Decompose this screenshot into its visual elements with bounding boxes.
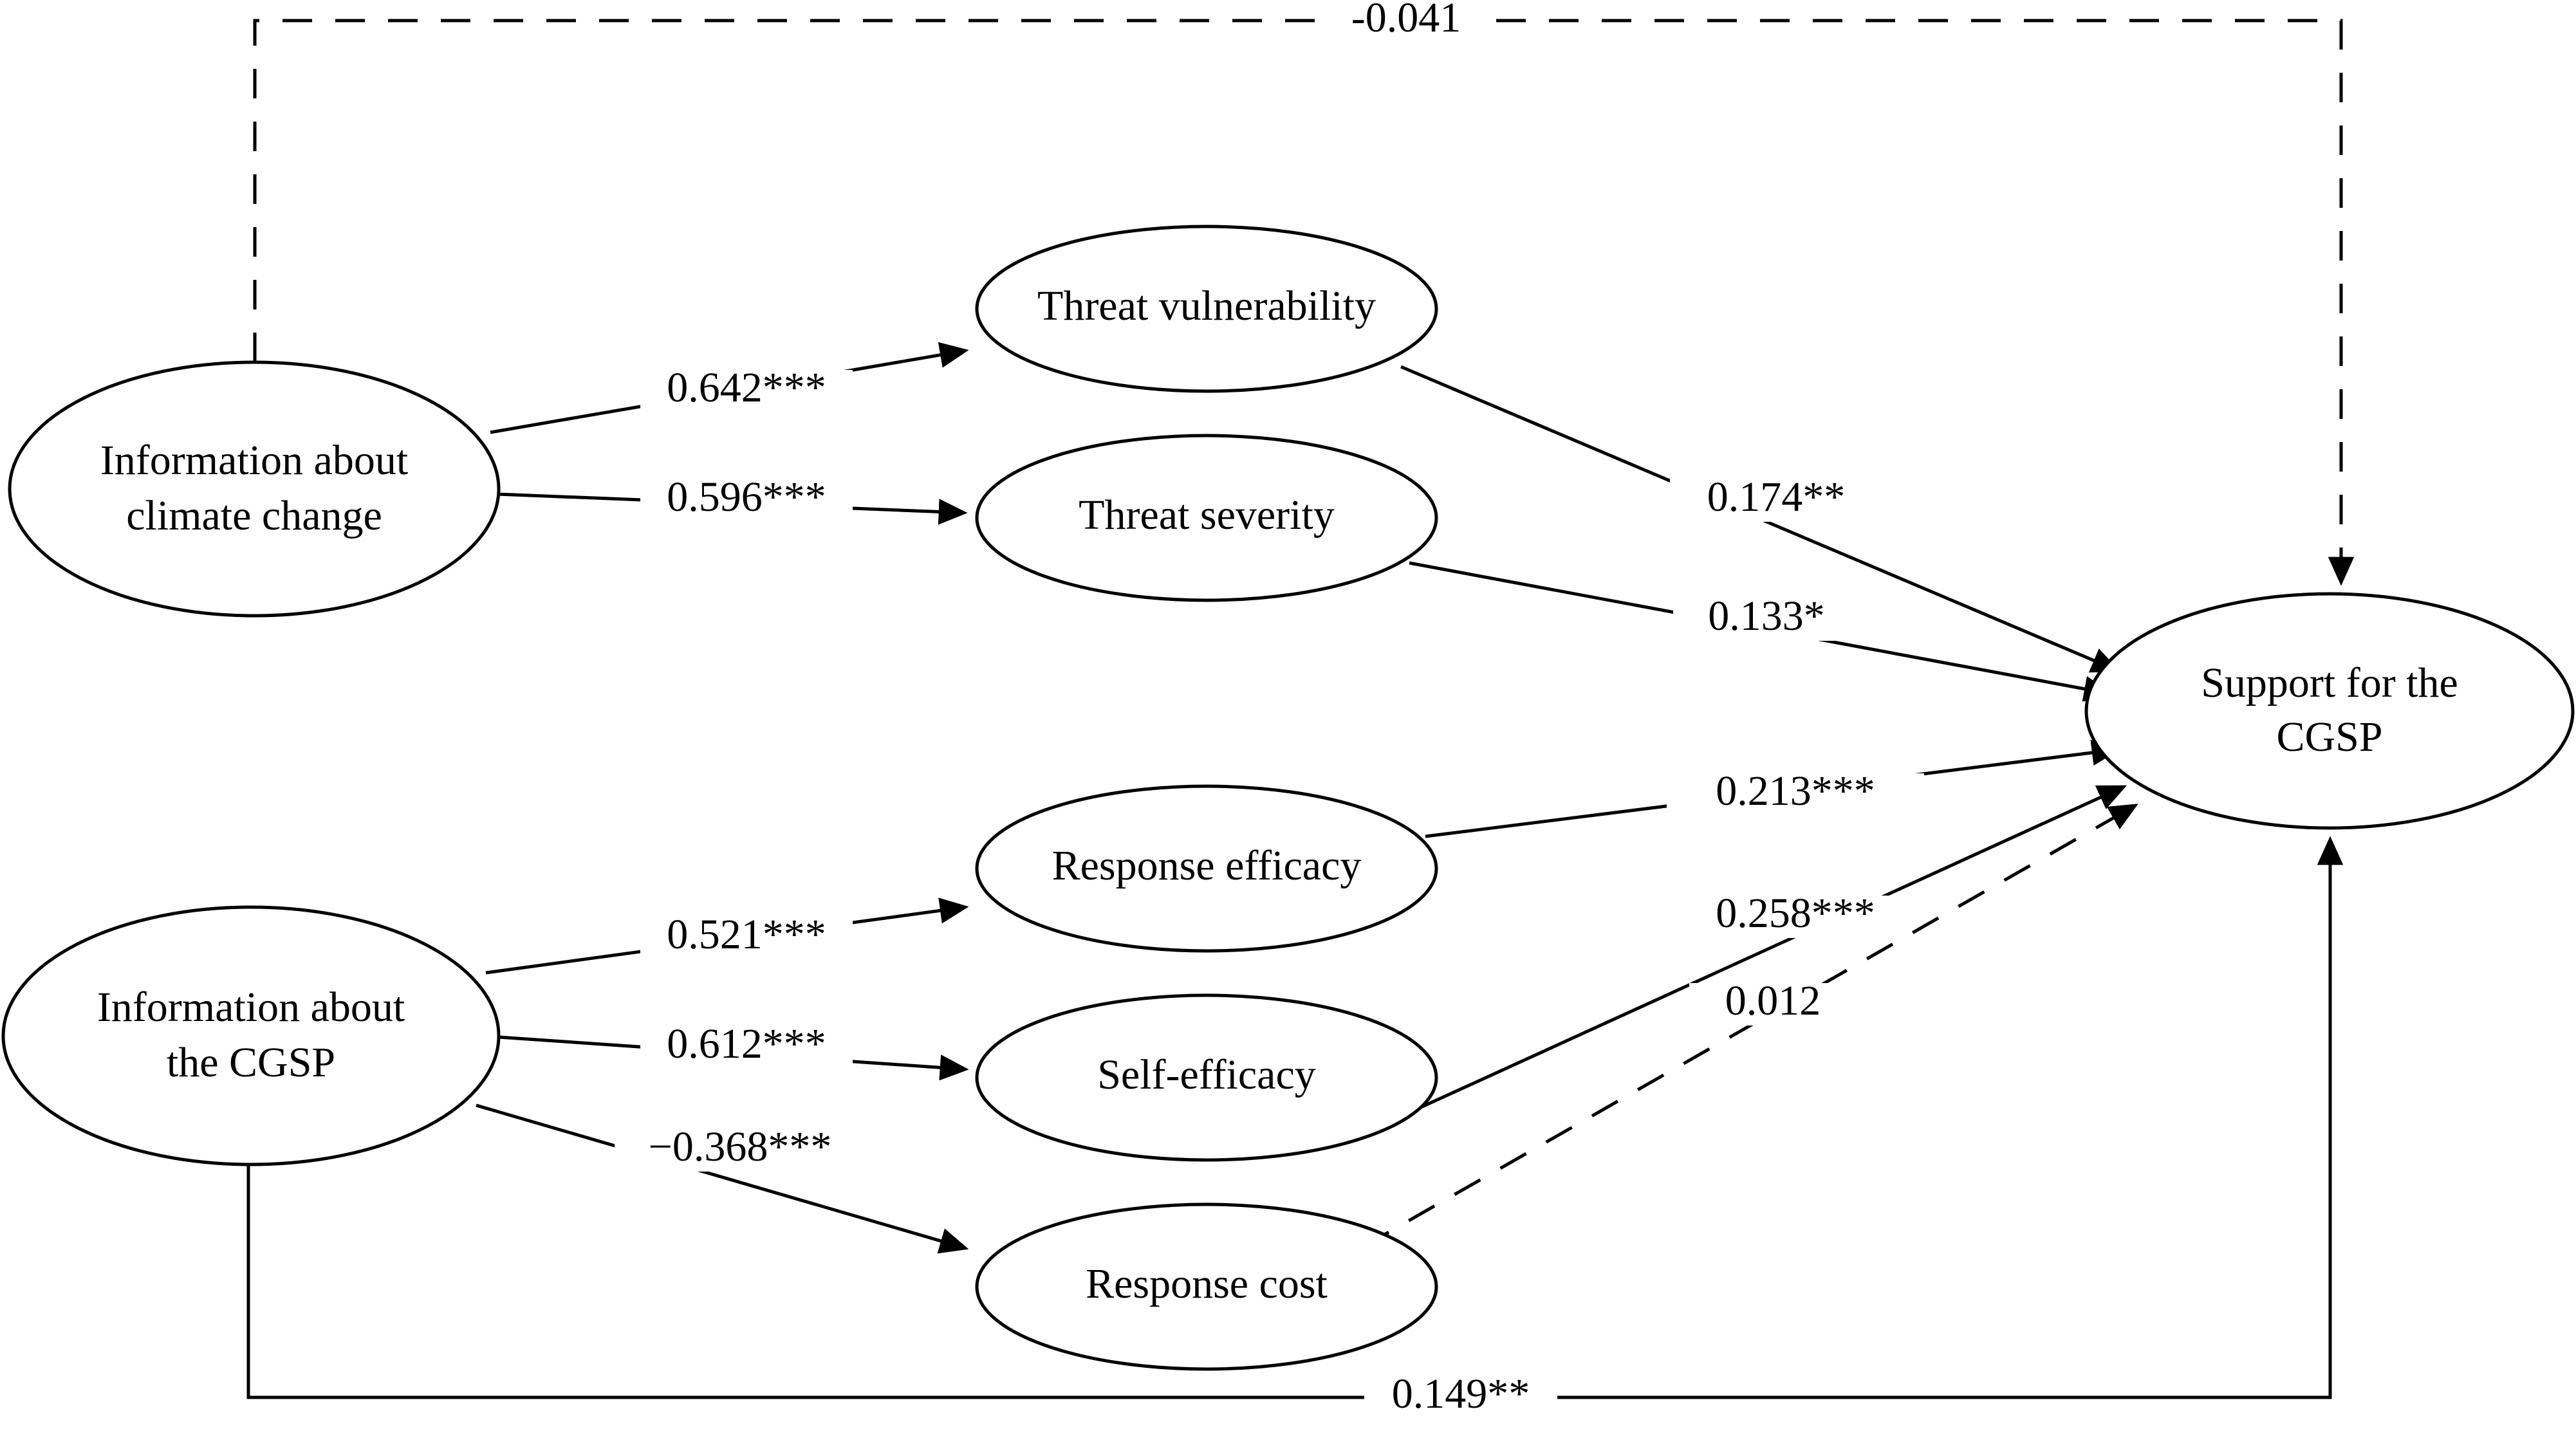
edge-label-response-cost-to-support: 0.012 [1725, 977, 1821, 1024]
node-shape-response-cost [975, 1202, 1438, 1371]
node-shape-info-climate [8, 360, 501, 618]
edge-label-backdrop [640, 917, 853, 959]
edge-climate-to-support: -0.041 [253, 0, 2355, 586]
node-shape-threat-severity [975, 434, 1438, 602]
edge-label-cgsp-to-support: 0.149** [1392, 1370, 1530, 1417]
edge-label-self-efficacy-to-support: 0.258*** [1716, 890, 1875, 937]
edge-path-response-cost-to-support [1362, 804, 2138, 1249]
edge-self-efficacy-to-support: 0.258*** [1390, 785, 2127, 1123]
node-label-support-cgsp-line2: CGSP [2276, 713, 2382, 760]
edge-cgsp-to-response-cost: −0.368*** [476, 1103, 969, 1254]
node-support-cgsp[interactable]: Support for the CGSP [2084, 592, 2575, 830]
edge-label-backdrop [1689, 983, 1857, 1026]
edge-label-backdrop [615, 1129, 866, 1172]
node-info-cgsp[interactable]: Information about the CGSP [1, 905, 501, 1166]
node-label-info-climate-line2: climate change [126, 492, 382, 539]
node-label-response-efficacy: Response efficacy [1052, 842, 1362, 889]
node-label-support-cgsp-line1: Support for the [2201, 659, 2458, 706]
node-shape-support-cgsp [2084, 592, 2575, 830]
edge-label-backdrop [640, 479, 853, 522]
node-label-info-cgsp-line1: Information about [97, 984, 405, 1031]
edge-label-cgsp-to-self-efficacy: 0.612*** [667, 1020, 826, 1067]
node-label-info-climate-line1: Information about [100, 437, 408, 484]
edge-label-response-efficacy-to-support: 0.213*** [1716, 768, 1875, 815]
edge-path-climate-to-support [253, 19, 2355, 586]
edge-response-efficacy-to-support: 0.213*** [1425, 739, 2121, 838]
edge-cgsp-to-support: 0.149** [246, 836, 2344, 1419]
edge-label-severity-to-support: 0.133* [1708, 593, 1825, 640]
edge-label-cgsp-to-response-cost: −0.368*** [649, 1123, 832, 1170]
node-response-efficacy[interactable]: Response efficacy [975, 784, 1438, 953]
edge-label-backdrop [1667, 773, 1924, 816]
edge-label-backdrop [640, 1026, 853, 1069]
node-shape-response-efficacy [975, 784, 1438, 953]
edge-label-climate-to-support: -0.041 [1351, 0, 1461, 41]
node-label-response-cost: Response cost [1086, 1260, 1328, 1307]
node-shape-threat-vulnerability [975, 225, 1438, 393]
node-self-efficacy[interactable]: Self-efficacy [975, 993, 1438, 1162]
node-info-climate[interactable]: Information about climate change [8, 360, 501, 618]
edge-cgsp-to-response-efficacy: 0.521*** [485, 897, 969, 975]
node-label-threat-vulnerability: Threat vulnerability [1037, 282, 1376, 329]
node-shape-self-efficacy [975, 993, 1438, 1162]
edge-path-cgsp-to-response-cost [476, 1103, 969, 1254]
edge-climate-to-severity: 0.596*** [496, 474, 968, 525]
node-shape-info-cgsp [1, 905, 501, 1166]
node-threat-severity[interactable]: Threat severity [975, 434, 1438, 602]
edge-label-vulnerability-to-support: 0.174** [1707, 474, 1846, 520]
edge-severity-to-support: 0.133* [1409, 561, 2113, 702]
edge-label-backdrop [1670, 479, 1882, 522]
edge-path-self-efficacy-to-support [1390, 785, 2127, 1123]
edge-cgsp-to-self-efficacy: 0.612*** [498, 1020, 969, 1081]
edge-label-climate-to-vulnerability: 0.642*** [667, 364, 826, 411]
node-label-threat-severity: Threat severity [1079, 492, 1335, 538]
node-label-self-efficacy: Self-efficacy [1097, 1051, 1316, 1098]
edge-vulnerability-to-support: 0.174** [1400, 365, 2121, 673]
node-threat-vulnerability[interactable]: Threat vulnerability [975, 225, 1438, 393]
node-label-info-cgsp-line2: the CGSP [167, 1039, 335, 1086]
edge-label-climate-to-severity: 0.596*** [667, 474, 826, 520]
edge-label-backdrop [1667, 896, 1924, 938]
edge-response-cost-to-support: 0.012 [1362, 804, 2138, 1249]
edge-climate-to-vulnerability: 0.642*** [490, 342, 969, 434]
edge-label-backdrop [1319, 0, 1493, 42]
node-response-cost[interactable]: Response cost [975, 1202, 1438, 1371]
edge-label-backdrop [1364, 1376, 1557, 1419]
edge-label-backdrop [1673, 598, 1860, 641]
edge-path-cgsp-to-support [246, 836, 2344, 1399]
edge-label-cgsp-to-response-efficacy: 0.521*** [667, 911, 826, 958]
edge-label-backdrop [640, 370, 853, 412]
